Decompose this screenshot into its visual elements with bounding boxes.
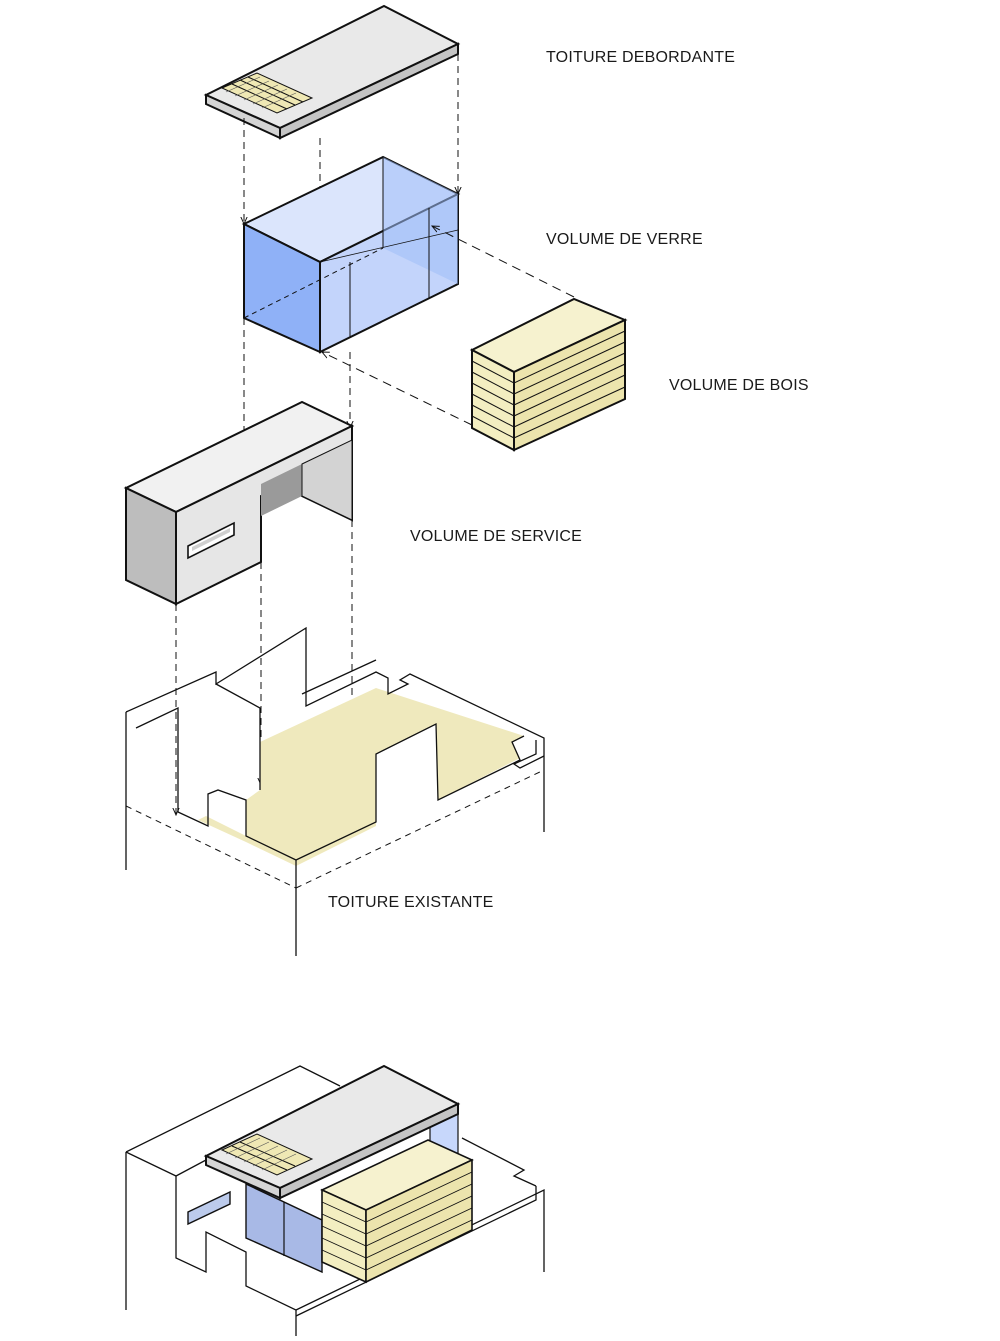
- label-service-volume: VOLUME DE SERVICE: [410, 528, 583, 545]
- assembled-roof-side-edge: [279, 1102, 459, 1200]
- existing-roof: [125, 626, 545, 956]
- projection-lines-wood: [322, 226, 575, 426]
- assembled-view: [125, 1064, 545, 1336]
- assembled-roof-slats: [220, 1133, 314, 1176]
- service-volume: [123, 400, 355, 606]
- label-wood-volume: VOLUME DE BOIS: [669, 377, 809, 394]
- label-existing-roof: TOITURE EXISTANTE: [328, 894, 494, 911]
- service-opening-back: [261, 464, 302, 516]
- wood-side-face: [513, 318, 626, 452]
- label-glass-volume: VOLUME DE VERRE: [546, 231, 703, 248]
- label-overhanging-roof: TOITURE DEBORDANTE: [546, 49, 736, 66]
- glass-volume: [241, 155, 461, 354]
- overhanging-roof: [203, 4, 461, 140]
- wood-volume: [469, 297, 628, 452]
- wood-cladding-lines: [471, 330, 626, 439]
- assembled-window: [187, 1190, 231, 1226]
- service-window: [187, 521, 235, 560]
- existing-roof-surface: [198, 688, 524, 866]
- glass-back-face: [383, 157, 458, 284]
- roof-slat-opening: [220, 72, 314, 114]
